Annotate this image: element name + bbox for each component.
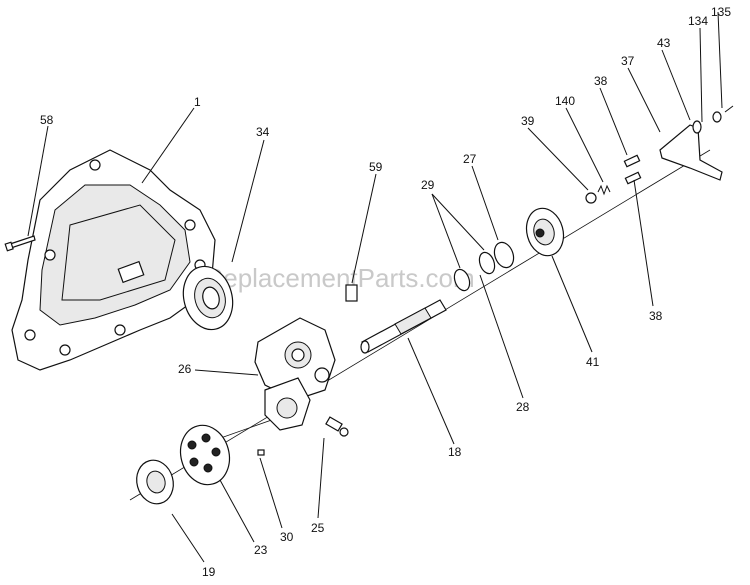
leader-59 [351,173,377,284]
leader-37 [627,67,661,133]
part-washer-19 [136,459,174,505]
part-housing [11,149,216,371]
assembly-axis [129,149,711,501]
leader-23 [219,479,255,543]
watermark: eReplacementParts.com [190,263,475,293]
callout-140: 140 [555,94,575,108]
part-spring-39-140 [585,184,611,204]
part-bolt-58 [4,235,36,252]
part-plate [264,377,311,431]
leader-134 [699,27,703,123]
leader-25 [317,437,325,519]
part-seal-27 [493,241,515,269]
leader-140 [565,107,604,183]
callout-30: 30 [280,530,294,544]
callout-27: 27 [463,152,477,166]
leader-38b [633,179,654,307]
callout-41: 41 [586,355,600,369]
callout-38-bottom: 38 [649,309,663,323]
callout-58: 58 [40,113,54,127]
callout-23: 23 [254,543,268,557]
leader-29a [431,193,461,269]
callout-134: 134 [688,14,708,28]
leader-43 [661,49,691,121]
callout-18: 18 [448,445,462,459]
callout-28: 28 [516,400,530,414]
part-washers-29 [453,251,496,292]
part-washer-nut-134-135 [692,105,734,134]
callout-1: 1 [194,95,201,109]
leader-27 [471,165,499,241]
callout-39: 39 [521,114,535,128]
callout-43: 43 [657,36,671,50]
leader-34 [231,139,265,263]
leader-30 [259,457,283,529]
leader-38a [599,87,628,156]
callout-19: 19 [202,565,216,579]
part-pin-59 [345,284,358,302]
leader-41 [551,255,593,353]
part-cylinder-23 [179,424,231,486]
part-pins-38 [623,154,642,185]
callout-59: 59 [369,160,383,174]
part-shaft-18 [360,299,447,354]
part-center-26 [254,317,336,401]
leader-29b [431,193,485,251]
part-valve-25 [325,416,349,437]
leader-1 [141,107,195,184]
part-pin-30 [257,449,265,456]
callout-29: 29 [421,178,435,192]
part-pump-41 [525,207,565,257]
callout-38-top: 38 [594,74,608,88]
leader-39 [527,127,589,191]
callout-26: 26 [178,362,192,376]
leader-19 [171,513,205,563]
part-bracket-43 [659,124,723,181]
leader-26 [194,369,259,376]
callout-34: 34 [256,125,270,139]
leader-28 [479,274,524,399]
part-ring-34 [182,265,234,331]
callout-37: 37 [621,54,635,68]
leader-135 [717,11,723,109]
leader-58 [27,125,49,237]
callout-135: 135 [711,5,731,19]
callout-25: 25 [311,521,325,535]
leader-18 [407,337,455,445]
